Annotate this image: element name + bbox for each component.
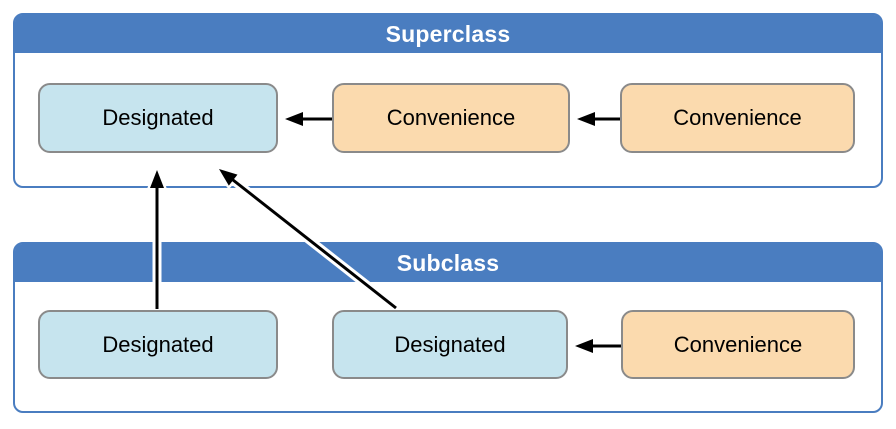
superclass-convenience1-label: Convenience [386, 105, 516, 130]
superclass-designated-initializer-box: Designated [38, 83, 278, 153]
superclass-designated-label: Designated [102, 105, 214, 130]
subclass-convenience-label: Convenience [673, 331, 803, 357]
subclass-designated1-label: Designated [102, 331, 214, 357]
superclass-convenience2-initializer-box: Convenience [620, 83, 855, 153]
superclass-title: Superclass [385, 20, 511, 47]
superclass-convenience2-label: Convenience [673, 105, 802, 130]
superclass-convenience1-initializer-box: Convenience [332, 83, 570, 153]
superclass-header-bar: Superclass [15, 15, 881, 53]
subclass-designated2-label: Designated [394, 331, 506, 357]
subclass-header-bar: Subclass [15, 244, 881, 282]
subclass-designated2-initializer-box: Designated [332, 310, 568, 379]
subclass-convenience-initializer-box: Convenience [621, 310, 855, 379]
subclass-title: Subclass [396, 249, 500, 276]
subclass-designated1-initializer-box: Designated [38, 310, 278, 379]
